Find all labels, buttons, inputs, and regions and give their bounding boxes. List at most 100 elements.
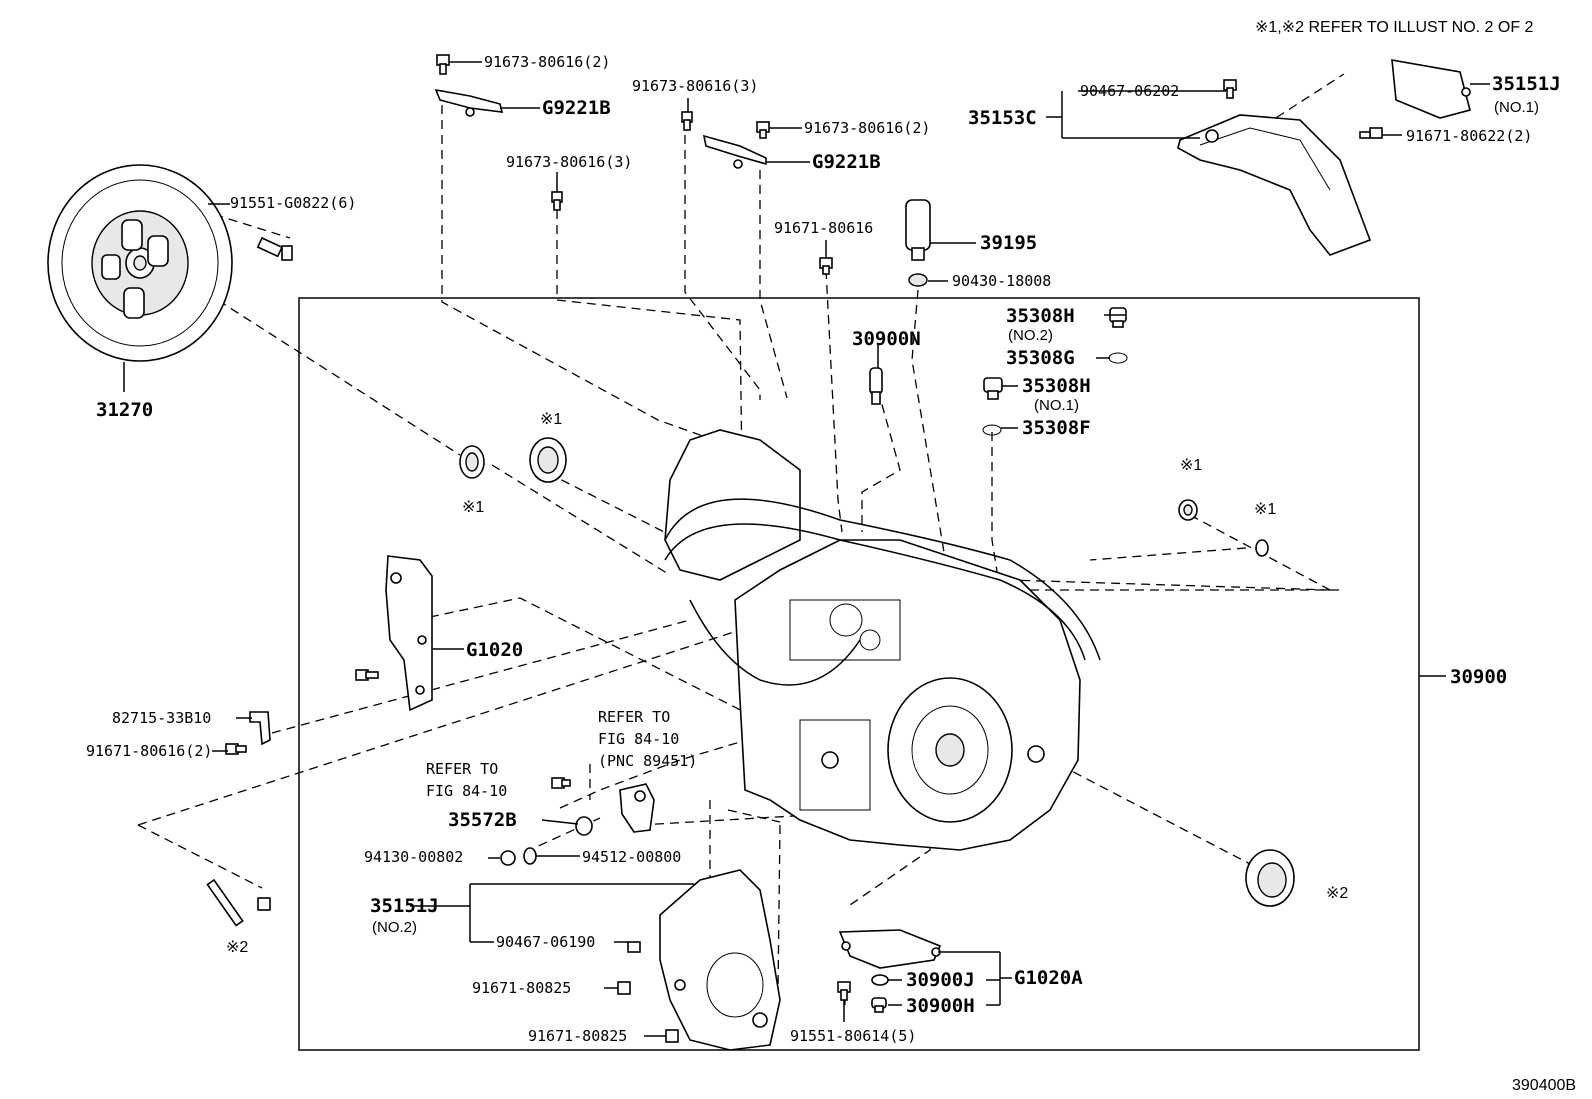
washer-30900j[interactable] bbox=[871, 974, 889, 986]
plate-35572b[interactable] bbox=[575, 816, 593, 836]
bracket-g9221b-b[interactable] bbox=[702, 134, 767, 169]
label-91673-a: 91673-80616(2) bbox=[484, 53, 610, 71]
label-30900j: 30900J bbox=[906, 969, 975, 991]
cover-35151j-no2[interactable] bbox=[659, 869, 781, 1051]
oil-seal-left-small[interactable] bbox=[459, 445, 485, 479]
label-35308h-no1: 35308H bbox=[1022, 375, 1091, 397]
oil-seal-right-large[interactable] bbox=[1245, 849, 1295, 907]
label-31270: 31270 bbox=[96, 399, 153, 421]
label-94512: 94512-00800 bbox=[582, 848, 681, 866]
assembly-frame bbox=[298, 297, 1420, 1051]
bolt-refer-fig[interactable] bbox=[551, 777, 571, 789]
label-35308f: 35308F bbox=[1022, 417, 1091, 439]
label-35151j-top-sub: (NO.1) bbox=[1494, 99, 1539, 116]
label-90467-06202: 90467-06202 bbox=[1080, 82, 1179, 100]
label-refer-b-2: FIG 84-10 bbox=[426, 782, 507, 800]
nut-94130-00802[interactable] bbox=[500, 850, 516, 866]
label-91671-80825-a: 91671-80825 bbox=[472, 979, 571, 997]
bolt-91551-80614[interactable] bbox=[837, 981, 851, 1001]
label-35308h-no2-sub: (NO.2) bbox=[1008, 327, 1053, 344]
label-91673-c: 91673-80616(2) bbox=[804, 119, 930, 137]
label-g9221b-b: G9221B bbox=[812, 151, 881, 173]
plug-35308h-no2[interactable] bbox=[1109, 307, 1127, 328]
bolt-91673-c[interactable] bbox=[756, 121, 770, 139]
screw-90467-06190[interactable] bbox=[627, 941, 641, 953]
label-90467-06190: 90467-06190 bbox=[496, 933, 595, 951]
screw-90467-06202[interactable] bbox=[1223, 79, 1237, 99]
label-82715: 82715-33B10 bbox=[112, 709, 211, 727]
sensor-30900n[interactable] bbox=[869, 367, 883, 405]
label-35308h-no2: 35308H bbox=[1006, 305, 1075, 327]
label-91671-80616: 91671-80616 bbox=[774, 219, 873, 237]
plug-right-1[interactable] bbox=[1178, 499, 1198, 521]
label-35308h-no1-sub: (NO.1) bbox=[1034, 397, 1079, 414]
switch-39195[interactable] bbox=[905, 199, 931, 261]
label-refer-a-1: REFER TO bbox=[598, 708, 670, 726]
bolt-g1020[interactable] bbox=[355, 669, 379, 681]
transaxle-assembly-30900[interactable] bbox=[664, 429, 1101, 851]
sensor-fig-84-10[interactable] bbox=[619, 783, 655, 833]
bolt-91671-80616-2[interactable] bbox=[225, 743, 247, 755]
label-91673-d: 91673-80616(3) bbox=[506, 153, 632, 171]
mark-1-seal-small: ※1 bbox=[462, 499, 484, 516]
bolt-91671-80622[interactable] bbox=[1359, 127, 1383, 139]
bolt-long-mark2[interactable] bbox=[206, 878, 271, 927]
mark-1-plug-right: ※1 bbox=[1180, 457, 1202, 474]
bracket-g1020[interactable] bbox=[385, 555, 433, 712]
insulator-35153c[interactable] bbox=[1177, 114, 1372, 256]
label-91671-80825-b: 91671-80825 bbox=[528, 1027, 627, 1045]
label-g9221b-a: G9221B bbox=[542, 97, 611, 119]
label-g1020a: G1020A bbox=[1014, 967, 1083, 989]
gasket-right-1[interactable] bbox=[1255, 539, 1269, 557]
footer-illust-code: 390400B bbox=[1512, 1077, 1576, 1094]
label-30900h: 30900H bbox=[906, 995, 975, 1017]
bracket-g9221b-a[interactable] bbox=[434, 88, 504, 117]
label-91671-80622: 91671-80622(2) bbox=[1406, 127, 1532, 145]
label-refer-b-1: REFER TO bbox=[426, 760, 498, 778]
mark-1-seal-large: ※1 bbox=[540, 411, 562, 428]
label-30900: 30900 bbox=[1450, 666, 1507, 688]
bolt-91673-b[interactable] bbox=[681, 111, 693, 131]
mark-2-bolt: ※2 bbox=[226, 939, 248, 956]
label-30900n: 30900N bbox=[852, 328, 921, 350]
gasket-90430-18008[interactable] bbox=[908, 273, 928, 287]
bolt-91673-top-a[interactable] bbox=[436, 54, 450, 75]
mark-1-gasket-right: ※1 bbox=[1254, 501, 1276, 518]
label-91673-b: 91673-80616(3) bbox=[632, 77, 758, 95]
label-refer-a-3: (PNC 89451) bbox=[598, 752, 697, 770]
label-94130: 94130-00802 bbox=[364, 848, 463, 866]
label-35308g: 35308G bbox=[1006, 347, 1075, 369]
header-note: ※1,※2 REFER TO ILLUST NO. 2 OF 2 bbox=[1255, 19, 1534, 36]
bolt-91673-d[interactable] bbox=[551, 191, 563, 211]
clutch-disc-part[interactable] bbox=[47, 164, 233, 362]
leader-lines bbox=[123, 61, 1490, 1037]
gasket-35308g[interactable] bbox=[1108, 352, 1128, 364]
label-35151j-bot: 35151J bbox=[370, 895, 439, 917]
label-g1020: G1020 bbox=[466, 639, 523, 661]
label-refer-a-2: FIG 84-10 bbox=[598, 730, 679, 748]
washer-94512-00800[interactable] bbox=[523, 847, 537, 865]
plug-35308h-no1[interactable] bbox=[983, 377, 1003, 400]
bolt-91671-80825-a[interactable] bbox=[617, 981, 631, 995]
label-39195: 39195 bbox=[980, 232, 1037, 254]
label-35153c: 35153C bbox=[968, 107, 1037, 129]
labels: ※1,※2 REFER TO ILLUST NO. 2 OF 2 390400B… bbox=[86, 19, 1576, 1094]
label-90430: 90430-18008 bbox=[952, 272, 1051, 290]
label-91671-80616-2: 91671-80616(2) bbox=[86, 742, 212, 760]
plug-30900h[interactable] bbox=[871, 997, 887, 1013]
bracket-g1020a[interactable] bbox=[838, 929, 942, 969]
bolt-91671-80825-b[interactable] bbox=[665, 1029, 679, 1043]
cover-35151j-no1[interactable] bbox=[1391, 59, 1471, 119]
label-35151j-top: 35151J bbox=[1492, 73, 1561, 95]
label-91551-g0822: 91551-G0822(6) bbox=[230, 194, 356, 212]
label-35151j-bot-sub: (NO.2) bbox=[372, 919, 417, 936]
gasket-35308f[interactable] bbox=[982, 424, 1002, 436]
bracket-82715-33b10[interactable] bbox=[249, 711, 271, 746]
oil-seal-left-large[interactable] bbox=[529, 437, 567, 483]
label-35572b: 35572B bbox=[448, 809, 517, 831]
mark-2-seal: ※2 bbox=[1326, 885, 1348, 902]
bolt-91551-g0822[interactable] bbox=[256, 236, 293, 261]
bolt-91671-80616[interactable] bbox=[819, 257, 833, 275]
